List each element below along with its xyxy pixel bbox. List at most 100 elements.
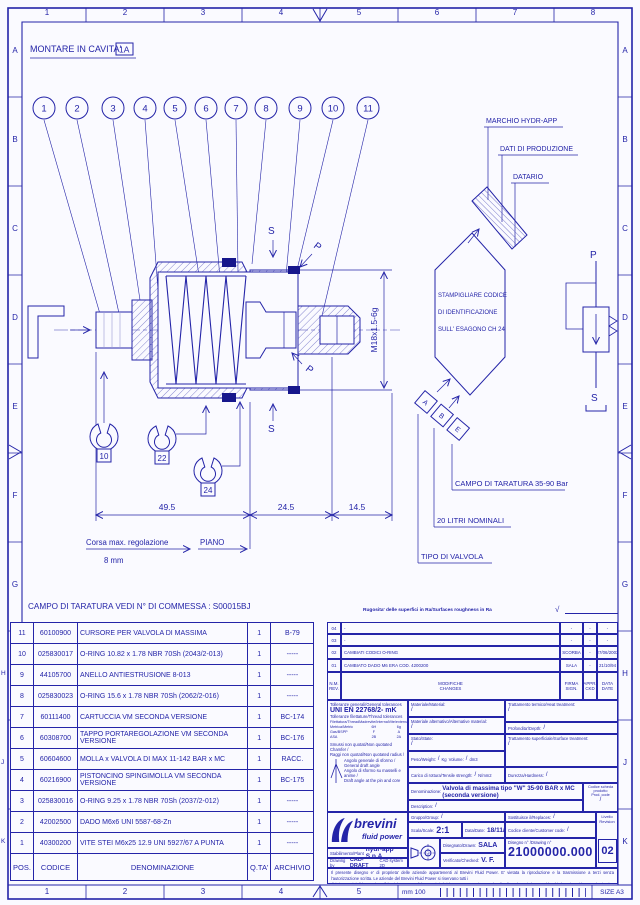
row-label: J bbox=[1, 759, 5, 766]
denominazione: MOLLA x VALVOLA DI MAX 11-142 BAR x MC bbox=[77, 748, 248, 770]
rev-change: - bbox=[341, 634, 560, 646]
checked-value: V. F. bbox=[481, 857, 495, 864]
roughness-rule bbox=[565, 613, 618, 614]
archivio: ----- bbox=[270, 811, 315, 833]
stamping-annotations: MARCHIO HYDR-APP DATI DI PRODUZIONE DATA… bbox=[414, 118, 578, 564]
svg-text:22: 22 bbox=[158, 454, 167, 463]
logo-box: brevini fluid power bbox=[327, 812, 408, 848]
balloon-4: 4 bbox=[142, 104, 147, 115]
row-label: F bbox=[12, 491, 18, 500]
denominazione: CURSORE PER VALVOLA DI MASSIMA bbox=[77, 622, 248, 644]
codice: 60100900 bbox=[33, 622, 78, 644]
col-label: 2 bbox=[122, 887, 128, 896]
cavity-code-text: 1A bbox=[119, 45, 130, 55]
col-label: 1 bbox=[44, 8, 50, 17]
row-label: G bbox=[621, 580, 629, 589]
roughness-note: Rugosita' delle superfici in Ra/Surfaces… bbox=[363, 608, 492, 613]
title-block: Rugosita' delle superfici in Ra/Surfaces… bbox=[327, 605, 618, 884]
surface-treatment-box: Trattamento superficiale/Surface treatme… bbox=[505, 734, 618, 767]
header-pos: POS. bbox=[10, 853, 34, 881]
schematic-p-label: P bbox=[590, 250, 597, 261]
denominazione: DADO M6x6 UNI 5587-68-Zn bbox=[77, 811, 248, 833]
dimension-chain bbox=[96, 352, 392, 549]
spring bbox=[165, 275, 247, 385]
cavity-code-box bbox=[115, 42, 134, 56]
pos: 4 bbox=[10, 769, 34, 791]
rev-ckd: - bbox=[583, 646, 597, 659]
stamp-band bbox=[471, 186, 528, 250]
first-angle-projection-icon bbox=[410, 844, 437, 862]
smussi-label: Smussi non quotati/Non quotated Chamfer bbox=[330, 741, 392, 752]
denomination-box: Denominazione: Valvola di massima tipo "… bbox=[408, 783, 583, 800]
pos: 5 bbox=[10, 748, 34, 770]
checked-box: Verificato/Checked: V. F. bbox=[440, 853, 505, 868]
qta: 1 bbox=[246, 769, 272, 791]
archivio: BC-176 bbox=[270, 727, 315, 749]
drawing-number: 21000000.000 bbox=[508, 845, 593, 859]
revision-row: 03 - - - - bbox=[327, 634, 618, 646]
pos: 9 bbox=[10, 664, 34, 686]
rev-change: - bbox=[341, 622, 560, 634]
qta: 1 bbox=[246, 748, 272, 770]
svg-text:24: 24 bbox=[204, 486, 213, 495]
cad-system-box: Drawing by CAD-DRAFT CAD system 2D bbox=[327, 858, 408, 868]
rev-ckd: - bbox=[583, 622, 597, 634]
row-label: H bbox=[622, 669, 628, 678]
col-label: 8 bbox=[590, 8, 596, 17]
rev-sign: - bbox=[560, 634, 583, 646]
scale-box: Scala/Scale: 2:1 bbox=[408, 822, 462, 838]
note-montare-text: MONTARE IN CAVITA' bbox=[30, 44, 122, 54]
row-label: E bbox=[622, 402, 628, 411]
brevini-logo-icon bbox=[331, 818, 354, 842]
code-letter-e: E bbox=[453, 426, 461, 435]
prod-code-box: Codice scheda prodotto Prod. code / bbox=[583, 783, 618, 812]
col-label: 7 bbox=[512, 8, 518, 17]
qta: 1 bbox=[246, 664, 272, 686]
port-s-label-top: S bbox=[268, 226, 275, 237]
pos: 1 bbox=[10, 832, 34, 854]
drawn-value: SALA bbox=[478, 842, 498, 849]
archivio: ----- bbox=[270, 664, 315, 686]
logo-brevini: brevini bbox=[354, 816, 397, 831]
row-label: B bbox=[622, 135, 628, 144]
denominazione: TAPPO PORTAREGOLAZIONE VM SECONDA VERSIO… bbox=[77, 727, 248, 749]
row-label: J bbox=[623, 758, 627, 767]
rev-date: 27/06/2003 bbox=[597, 646, 618, 659]
rev-n: 04 bbox=[327, 622, 341, 634]
pos: 11 bbox=[10, 622, 34, 644]
code-letter-band: A B E bbox=[414, 390, 471, 441]
rev-sign: SCORBA bbox=[560, 646, 583, 659]
codice: 60604600 bbox=[33, 748, 78, 770]
col-label: 4 bbox=[278, 8, 284, 17]
dim-24-5: 24.5 bbox=[278, 502, 295, 512]
row-label: C bbox=[12, 224, 18, 233]
thread-tolerance-table: Filettatura/Thread Metrica/Metric Gas/BS… bbox=[330, 720, 408, 739]
scale-value: 2:1 bbox=[436, 825, 450, 835]
rev-ckd: - bbox=[583, 659, 597, 672]
plant-name: hydr-app S.p.A. bbox=[365, 848, 394, 858]
balloon-8: 8 bbox=[263, 104, 268, 115]
rev-sign: - bbox=[560, 622, 583, 634]
description-box: Description:/ bbox=[408, 800, 583, 812]
revision-row: 02 CAMBIATI CODICI O-RING SCORBA - 27/06… bbox=[327, 646, 618, 659]
revision-level-box: Livello Revision 02 bbox=[596, 812, 618, 868]
angolo1-label: Angolo generale di sformo bbox=[344, 757, 393, 763]
centering-mark-bottom bbox=[312, 885, 328, 898]
codice: 44105700 bbox=[33, 664, 78, 686]
pos: 10 bbox=[10, 643, 34, 665]
customer-code-box: Codice cliente/Customer code:/ bbox=[505, 822, 596, 838]
svg-text:10: 10 bbox=[100, 452, 109, 461]
balloon-9: 9 bbox=[297, 104, 302, 115]
pos: 2 bbox=[10, 811, 34, 833]
archivio: ----- bbox=[270, 643, 315, 665]
